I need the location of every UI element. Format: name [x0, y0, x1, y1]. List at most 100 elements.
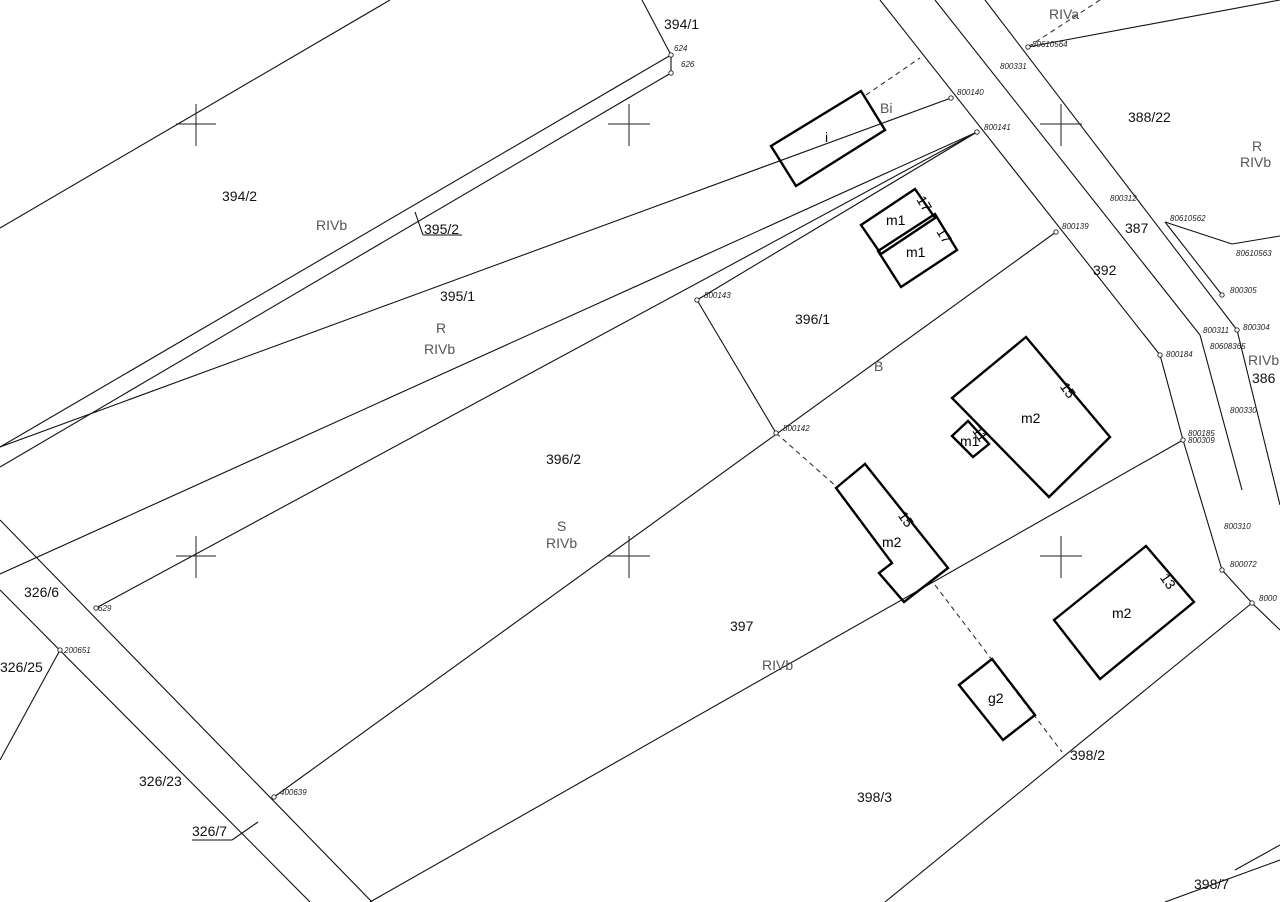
building-label: m2 [882, 534, 902, 550]
boundary-line [0, 97, 952, 448]
land-use-label: R [436, 320, 446, 336]
grid-cross [176, 104, 216, 146]
point-label: 800330 [1230, 406, 1257, 415]
boundary-line [231, 821, 259, 841]
boundary-line [1159, 354, 1184, 441]
grid-cross [608, 536, 650, 578]
land-use-label: RIVb [424, 341, 455, 357]
point-label: 80608365 [1210, 342, 1246, 351]
parcel-label: 398/2 [1070, 747, 1105, 763]
point-label: 800139 [1062, 222, 1089, 231]
boundary-line [879, 0, 1161, 356]
land-use-labels: RIVb R RIVb S RIVb RIVb R RIVb RIVb RIVa… [316, 6, 1279, 673]
point-label: 800311 [1203, 326, 1229, 335]
point-label: 200651 [63, 646, 91, 655]
boundary-line [1164, 221, 1223, 296]
boundary-line [1164, 221, 1233, 245]
grid-cross [1040, 536, 1082, 578]
survey-point [1219, 292, 1225, 298]
parcel-label: 392 [1093, 262, 1117, 278]
land-use-label: RIVb [546, 535, 577, 551]
parcel-label: 394/2 [222, 188, 257, 204]
building-m1-lower [876, 212, 959, 289]
boundary-line [696, 299, 777, 434]
boundary-line [984, 0, 1238, 331]
building-label: m1 [960, 433, 980, 449]
building-number: 13 [1157, 570, 1179, 592]
land-use-label: RIVb [1248, 352, 1279, 368]
boundary-line [1027, 0, 1280, 48]
boundary-line [0, 131, 978, 575]
boundary-line [0, 519, 373, 902]
parcel-label: 386 [1252, 370, 1276, 386]
point-label: 626 [681, 60, 695, 69]
point-label: 8000 [1259, 594, 1277, 603]
boundary-line [1182, 439, 1223, 571]
dashed-line [934, 584, 1063, 753]
survey-point-labels: 624 626 800140 800141 800331 80610564 80… [63, 40, 1277, 797]
point-label: 800141 [984, 123, 1011, 132]
building-m2-b [834, 462, 950, 604]
building-m2-a [950, 335, 1112, 499]
survey-point [694, 297, 700, 303]
point-label: 800185 [1188, 429, 1215, 438]
point-label: 800310 [1224, 522, 1251, 531]
point-label: 629 [98, 604, 112, 613]
survey-point [1157, 352, 1163, 358]
boundary-line [934, 0, 1201, 336]
building-i [769, 89, 887, 188]
building-labels: i m1 17 m1 17 m2 15 m1 11 m2 15 m2 13 g2 [825, 129, 1179, 706]
grid-cross [608, 104, 650, 146]
boundary-line [641, 0, 672, 56]
boundary-line [1251, 602, 1280, 631]
survey-point [1180, 437, 1186, 443]
parcel-label: 395/2 [424, 221, 459, 237]
point-label: 800312 [1110, 194, 1137, 203]
building-g2 [957, 657, 1037, 742]
land-use-label: RIVb [1240, 154, 1271, 170]
boundary-line [1236, 329, 1280, 506]
point-label: 800309 [1188, 436, 1215, 445]
parcel-label: 396/2 [546, 451, 581, 467]
parcel-label: 397 [730, 618, 754, 634]
survey-points [57, 44, 1255, 800]
building-m2-c [1052, 544, 1196, 681]
point-label: 800184 [1166, 350, 1193, 359]
boundary-line [1221, 569, 1253, 604]
parcel-label: 326/23 [139, 773, 182, 789]
land-use-label: R [1252, 138, 1262, 154]
dashed-line [865, 57, 921, 96]
point-label: 800140 [957, 88, 984, 97]
dashed-boundaries [775, 0, 1101, 753]
parcel-label: 398/7 [1194, 876, 1229, 892]
parcel-label: 326/25 [0, 659, 43, 675]
parcel-label: 326/6 [24, 584, 59, 600]
point-label: 800304 [1243, 323, 1270, 332]
boundary-line [0, 0, 391, 229]
survey-point [1219, 567, 1225, 573]
boundary-line [0, 54, 672, 448]
point-label: 624 [674, 44, 688, 53]
parcel-label: 394/1 [664, 16, 699, 32]
survey-point [974, 129, 980, 135]
point-label: 80610562 [1170, 214, 1206, 223]
survey-point [668, 52, 674, 58]
parcel-label: 395/1 [440, 288, 475, 304]
survey-point [948, 95, 954, 101]
boundary-line [696, 131, 978, 301]
point-label: 80610563 [1236, 249, 1272, 258]
parcel-label: 326/7 [192, 823, 227, 839]
boundary-line [1231, 235, 1280, 245]
grid-cross [1040, 104, 1082, 146]
point-label: 400639 [280, 788, 307, 797]
label-leader [414, 211, 424, 236]
building-label: m1 [906, 244, 926, 260]
survey-point [271, 794, 277, 800]
boundary-line [95, 131, 978, 609]
building-label: i [825, 129, 828, 145]
boundary-line [369, 439, 1184, 902]
survey-point [1249, 600, 1255, 606]
point-label: 800143 [704, 291, 731, 300]
